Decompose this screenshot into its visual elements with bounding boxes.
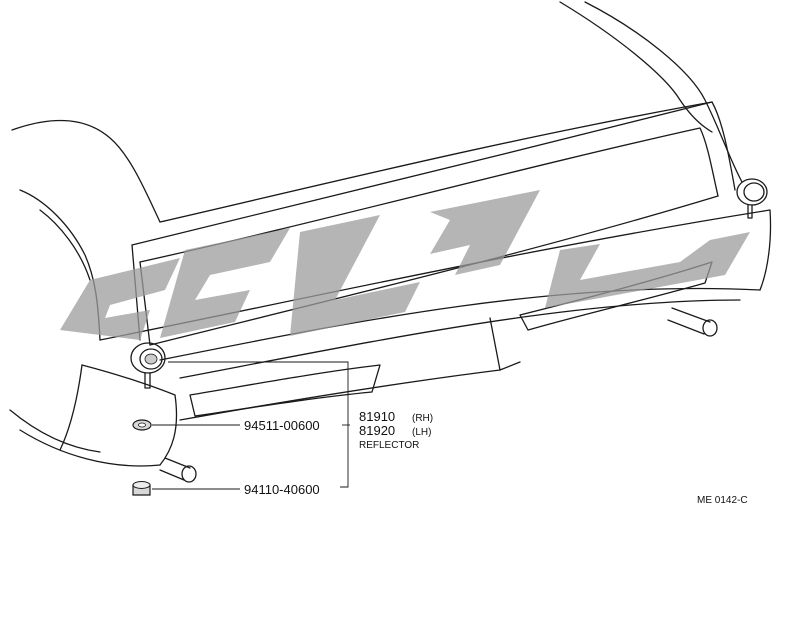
washer-part [132,419,152,431]
lamp-left [130,342,166,389]
part-number-washer: 94511-00600 [244,418,320,433]
reflector-lh-tag: (LH) [412,427,431,438]
figure-code: ME 0142-C [697,495,748,506]
reflector-name: REFLECTOR [359,440,419,451]
part-number-reflector-lh: 81920 [359,423,395,438]
leader-lines [152,361,350,490]
reflector-rh-tag: (RH) [412,413,433,424]
part-number-nut: 94110-40600 [244,482,320,497]
nut-part [132,481,151,496]
part-number-reflector-rh: 81910 [359,409,395,424]
watermark-logo [60,190,750,340]
lamp-right [736,178,768,219]
